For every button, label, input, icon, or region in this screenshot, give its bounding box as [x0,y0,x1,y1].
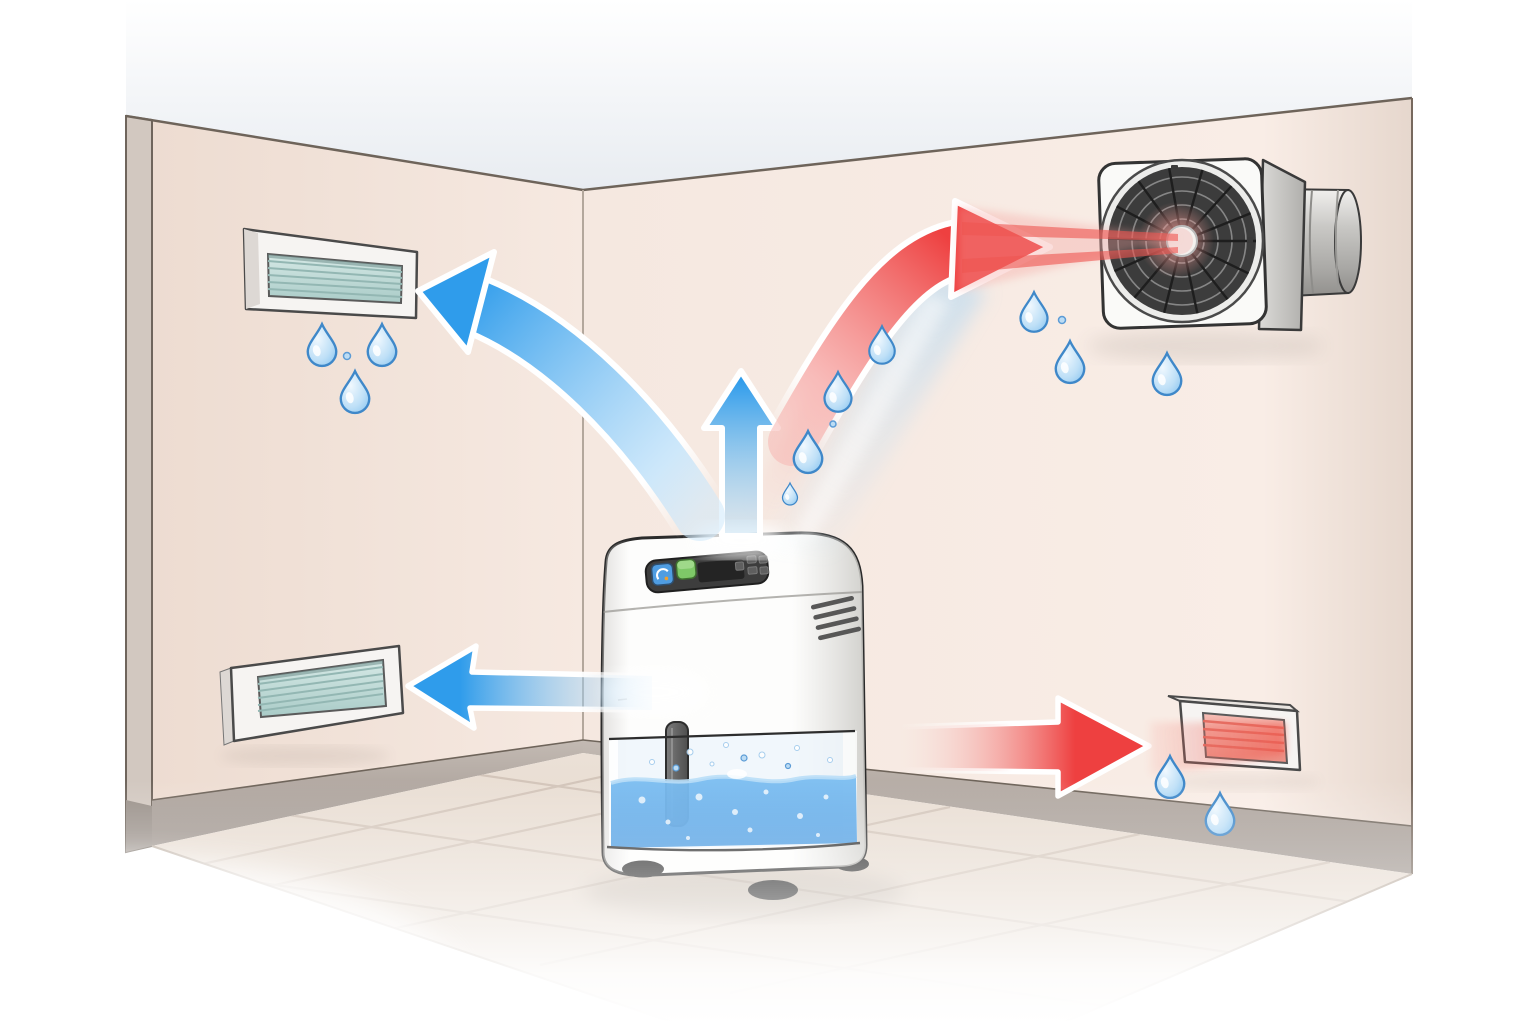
body-seam [602,591,863,613]
tank-top-line [608,729,856,741]
splash-droplets [672,754,792,772]
vent-slats [257,666,384,712]
dry-air-arrow-upper-left [415,249,731,547]
mode-button-highlight [677,560,695,570]
cool-air-vent-upper-left [242,227,419,320]
control-panel [644,550,770,594]
fan-wall-shadow [1087,330,1323,362]
side-vent-slats [810,595,862,641]
splash-specks [649,742,833,767]
fan-screw-top [1171,165,1178,169]
cool-air-vent-lower-left [219,644,405,766]
power-button-dot [664,576,669,581]
water-speck [1057,315,1067,325]
power-button-glyph [656,568,669,580]
water-speck [829,420,837,428]
speed-streak-bottom [962,247,1178,273]
warm-air-arrow-to-fan [762,198,1180,472]
fan-screw [1247,237,1253,243]
vent-inner-shadow [267,254,403,270]
arrow-head [415,249,497,355]
left-wall-edge [125,114,153,854]
corner-fade [0,860,470,1024]
panel-buttons[interactable] [734,555,769,577]
display-screen [697,558,745,583]
warm-inflow-streaks [1150,722,1285,775]
moist-air-streak-core [790,294,950,541]
water-droplets [306,291,1236,837]
vent-shadow [220,746,390,766]
dry-air-arrow-lower-left [405,643,707,731]
speed-streak-top [962,222,1178,241]
vent-slats [267,260,403,298]
water-speck [342,351,352,361]
water-splash [727,769,747,779]
vent-frame-bevel [244,229,260,309]
power-button-blue[interactable] [650,562,675,587]
ceiling [126,0,1412,190]
vent-inner-shadow [257,660,384,681]
